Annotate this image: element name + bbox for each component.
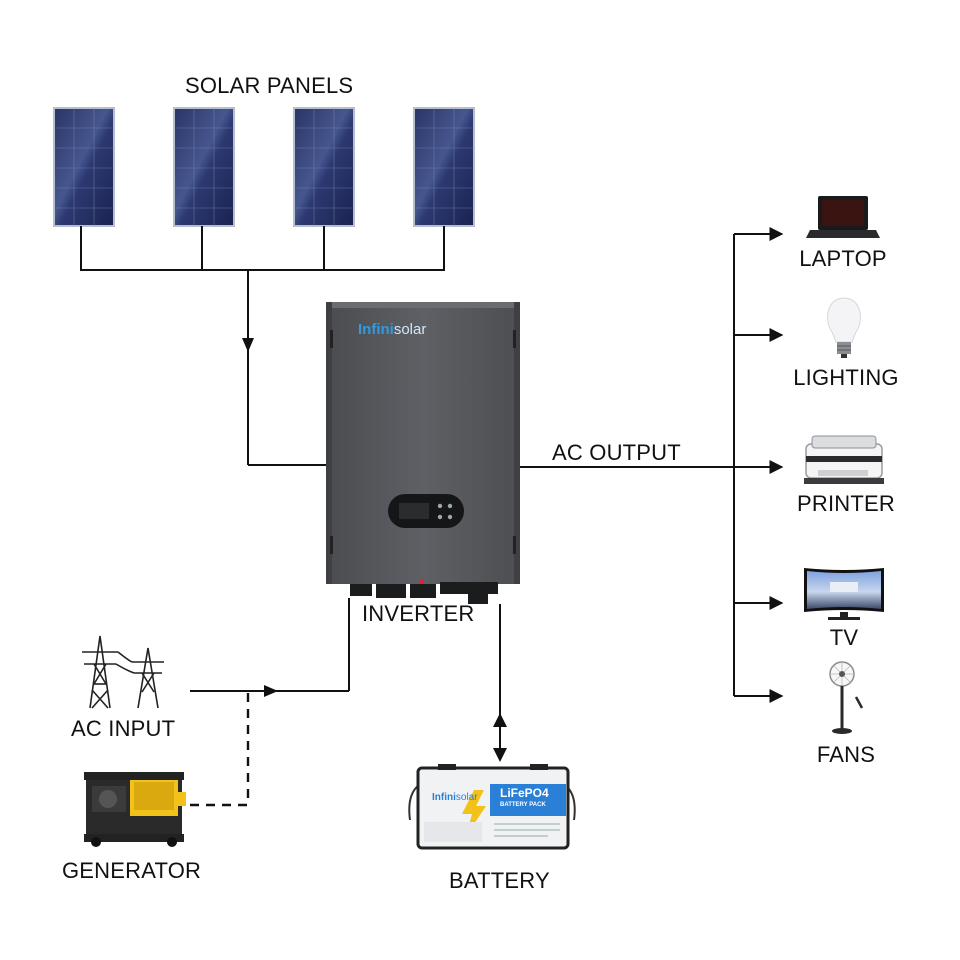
laptop-icon	[806, 196, 880, 238]
generator-wiring	[190, 693, 250, 807]
power-tower-icon	[82, 635, 164, 709]
inverter-brand-logo: Infinisolar	[358, 321, 426, 338]
battery-brand-suffix: solar	[455, 792, 478, 803]
lighting-label: LIGHTING	[793, 365, 899, 390]
generator-label: GENERATOR	[62, 858, 202, 883]
inverter-brand-prefix: Infini	[358, 321, 394, 338]
tv-icon	[804, 568, 884, 620]
solar-wiring	[80, 226, 445, 466]
arrow-right-icon	[264, 685, 278, 697]
battery-brand-prefix: Infini	[432, 792, 456, 803]
battery-pack-label: BATTERY PACK	[500, 802, 546, 808]
ac-input-label: AC INPUT	[71, 716, 176, 741]
solar-panel-icon	[413, 107, 475, 227]
printer-icon	[804, 435, 884, 484]
solar-panel-icon	[53, 107, 115, 227]
battery-icon	[408, 764, 576, 850]
light-bulb-icon	[827, 297, 861, 358]
solar-panel-array	[53, 107, 475, 227]
solar-panels-label: SOLAR PANELS	[185, 73, 354, 98]
inverter-label: INVERTER	[362, 601, 475, 626]
generator-icon	[84, 772, 186, 847]
inverter-brand-suffix: solar	[393, 321, 427, 338]
fans-label: FANS	[816, 742, 876, 767]
arrow-up-icon	[493, 713, 507, 727]
tv-label: TV	[829, 625, 859, 650]
battery-brand-logo: Infinisolar	[432, 792, 478, 803]
arrow-down-icon	[242, 338, 254, 352]
battery-label: BATTERY	[449, 868, 550, 893]
fan-icon	[829, 661, 864, 734]
battery-chemistry: LiFePO4	[500, 786, 549, 800]
inverter-icon	[326, 302, 520, 604]
solar-panel-icon	[173, 107, 235, 227]
ac-output-label: AC OUTPUT	[552, 440, 681, 465]
arrow-down-icon	[493, 748, 507, 762]
laptop-label: LAPTOP	[799, 246, 887, 271]
ac-output-wiring	[520, 227, 784, 703]
ac-input-wiring	[190, 598, 350, 692]
solar-panel-icon	[293, 107, 355, 227]
printer-label: PRINTER	[797, 491, 895, 516]
